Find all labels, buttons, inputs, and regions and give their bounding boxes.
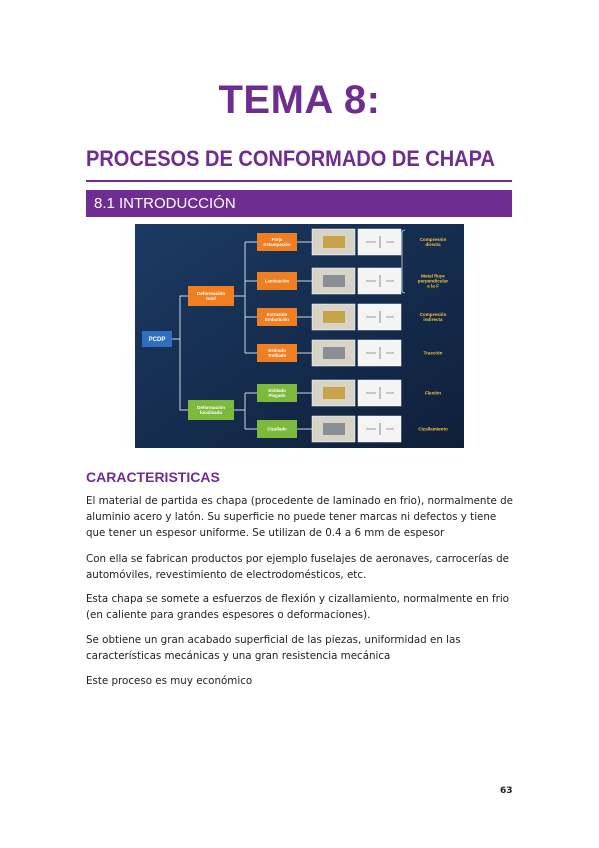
process-node-label: Laminación bbox=[265, 279, 290, 284]
diagram-background bbox=[135, 224, 464, 448]
paragraph-2: Con ella se fabrican productos por ejemp… bbox=[86, 553, 510, 581]
deformation-type-label: Tracción bbox=[424, 351, 443, 356]
root-node bbox=[142, 331, 172, 347]
process-sketch-lines bbox=[366, 275, 394, 287]
process-photo-part bbox=[323, 275, 345, 287]
paragraph-5: Este proceso es muy económico bbox=[86, 675, 253, 687]
group-connector-localized bbox=[234, 392, 257, 430]
process-node bbox=[257, 233, 297, 251]
process-node bbox=[257, 384, 297, 402]
process-sketch-lines bbox=[366, 423, 394, 435]
process-photo-part bbox=[323, 387, 345, 399]
section-header: 8.1 INTRODUCCIÓN bbox=[86, 190, 512, 217]
paragraph-1: El material de partida es chapa (procede… bbox=[86, 495, 513, 539]
page-number: 63 bbox=[500, 786, 513, 796]
root-connector bbox=[172, 295, 188, 411]
process-sketch bbox=[357, 415, 402, 443]
paragraph-4: Se obtiene un gran acabado superficial d… bbox=[86, 634, 461, 662]
process-photo-part bbox=[323, 311, 345, 323]
group-node bbox=[188, 286, 234, 306]
process-sketch bbox=[357, 379, 402, 407]
page-title: TEMA 8: bbox=[218, 78, 381, 122]
process-node bbox=[257, 308, 297, 326]
paragraph-3: Esta chapa se somete a esfuerzos de flex… bbox=[86, 593, 509, 621]
type-bracket bbox=[401, 229, 406, 294]
process-node bbox=[257, 272, 297, 290]
deformation-type-label: Flexión bbox=[425, 391, 441, 396]
process-photo-part bbox=[323, 347, 345, 359]
process-sketch bbox=[357, 267, 402, 295]
deformation-type-label: Cizallamiento bbox=[418, 427, 448, 432]
page-subtitle: PROCESOS DE CONFORMADO DE CHAPA bbox=[86, 146, 495, 171]
process-sketch-lines bbox=[366, 311, 394, 323]
process-sketch bbox=[357, 339, 402, 367]
process-photo-part bbox=[323, 236, 345, 248]
process-node bbox=[257, 420, 297, 438]
characteristics-heading: CARACTERISTICAS bbox=[86, 469, 220, 485]
root-node-label: PCDP bbox=[149, 337, 166, 343]
title-rule bbox=[86, 180, 512, 182]
group-connector-total bbox=[234, 241, 257, 354]
section-title: 8.1 INTRODUCCIÓN bbox=[94, 195, 236, 212]
group-node bbox=[188, 400, 234, 420]
process-sketch-lines bbox=[366, 236, 394, 248]
process-sketch bbox=[357, 228, 402, 256]
process-photo-part bbox=[323, 423, 345, 435]
process-sketch-lines bbox=[366, 387, 394, 399]
process-sketch-lines bbox=[366, 347, 394, 359]
process-sketch bbox=[357, 303, 402, 331]
process-node bbox=[257, 344, 297, 362]
process-node-label: Cizallado bbox=[267, 427, 287, 432]
